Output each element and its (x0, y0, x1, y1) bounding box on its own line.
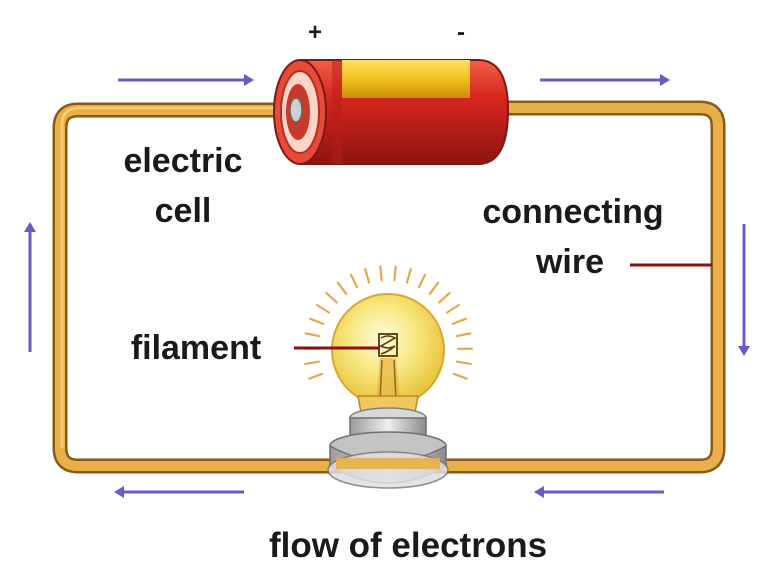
light-ray (446, 303, 460, 314)
light-ray (428, 281, 440, 295)
light-ray (417, 273, 427, 289)
electric-cell (273, 59, 510, 165)
light-ray (393, 265, 397, 282)
light-ray (455, 332, 472, 338)
arrow-top-right-icon (540, 74, 670, 86)
light-ray (379, 265, 383, 282)
filament-label: filament (131, 329, 261, 367)
light-ray (364, 268, 371, 284)
filament-coil (378, 333, 398, 357)
light-ray (308, 372, 324, 380)
negative-sign: - (457, 19, 465, 46)
light-ray (451, 317, 467, 325)
light-ray (336, 281, 348, 295)
light-ray (316, 303, 330, 314)
arrow-bottom-right-icon (534, 486, 664, 498)
light-rays (302, 265, 474, 380)
diagram-caption: flow of electrons (269, 526, 547, 565)
electric-cell-label-line1: electric (123, 142, 242, 180)
light-ray (452, 372, 468, 380)
light-ray (405, 268, 412, 284)
electric-cell-label-line2: cell (155, 192, 212, 230)
light-bulb (327, 293, 449, 489)
arrow-left-up-icon (24, 222, 36, 352)
arrow-right-down-icon (738, 224, 750, 356)
light-ray (438, 291, 451, 304)
light-ray (455, 360, 472, 365)
light-ray (309, 317, 325, 325)
light-ray (325, 291, 338, 304)
connecting-wire-label-line2: wire (535, 243, 604, 281)
connecting-wire-label-line1: connecting (482, 193, 663, 231)
positive-sign: + (308, 19, 322, 46)
light-ray (304, 360, 321, 365)
light-ray (349, 273, 359, 289)
light-ray (304, 332, 321, 338)
electron-flow-arrows (24, 74, 750, 498)
arrow-bottom-left-icon (114, 486, 244, 498)
arrow-top-left-icon (118, 74, 254, 86)
